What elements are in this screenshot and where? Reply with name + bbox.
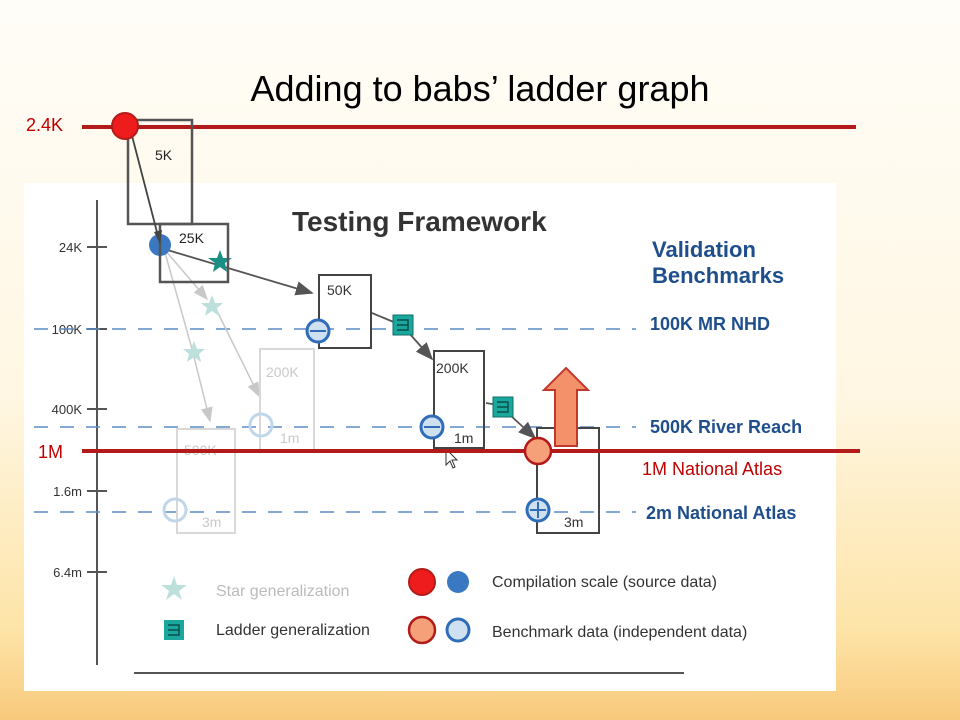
tick-label-24k: 24K: [59, 240, 82, 255]
box-50k-label: 50K: [327, 282, 353, 298]
framework-figure: 24K 100K 400K 1.6m 6.4m Testing Framewor…: [34, 200, 802, 674]
label-1m: 1M: [38, 442, 64, 462]
box-200k-label: 200K: [436, 360, 469, 376]
box-50k: [318, 274, 372, 349]
box-3m-label: 3m: [564, 514, 583, 530]
framework-panel: 24K 100K 400K 1.6m 6.4m Testing Framewor…: [24, 183, 836, 691]
ladder-squares: [392, 314, 514, 418]
compilation-dot-24k: [149, 234, 171, 256]
legend-star-label: Star generalization: [216, 583, 349, 600]
label-5k: 5K: [155, 147, 173, 163]
tick-label-400k: 400K: [52, 402, 83, 417]
label-1m-national-atlas: 1M National Atlas: [642, 459, 783, 479]
faded-box-500k: 500K: [184, 442, 217, 458]
legend-compilation-label: Compilation scale (source data): [492, 574, 717, 591]
faded-box-1m: 1m: [280, 430, 299, 446]
benchmark-500k: 500K River Reach: [650, 417, 802, 437]
faded-stars: [183, 295, 223, 362]
validation-heading-2: Benchmarks: [652, 263, 784, 288]
label-25k: 25K: [179, 230, 204, 246]
faded-box-200k: 200K: [266, 364, 299, 380]
benchmark-2m: 2m National Atlas: [646, 503, 796, 523]
legend-ladder-label: Ladder generalization: [216, 622, 370, 639]
compilation-dot-2-4k: [111, 112, 139, 140]
benchmark-100k: 100K MR NHD: [650, 314, 770, 334]
box-1m-label: 1m: [454, 430, 473, 446]
legend-star-icon: [161, 576, 187, 600]
framework-heading: Testing Framework: [292, 206, 547, 237]
benchmark-lines: [34, 328, 636, 513]
box-200k: [433, 350, 485, 449]
label-2-4k: 2.4K: [26, 115, 64, 135]
legend-benchmark-label: Benchmark data (independent data): [492, 624, 747, 641]
slide-title: Adding to babs’ ladder graph: [250, 68, 710, 109]
legend-blue-dot: [447, 571, 469, 593]
tick-label-1-6m: 1.6m: [53, 484, 82, 499]
cursor-icon: [445, 447, 459, 469]
legend-blue-ring: [445, 617, 471, 643]
faded-box-3m: 3m: [202, 514, 221, 530]
ladder-boxes: [318, 274, 600, 534]
tick-label-6-4m: 6.4m: [53, 565, 82, 580]
validation-heading-1: Validation: [652, 237, 756, 262]
